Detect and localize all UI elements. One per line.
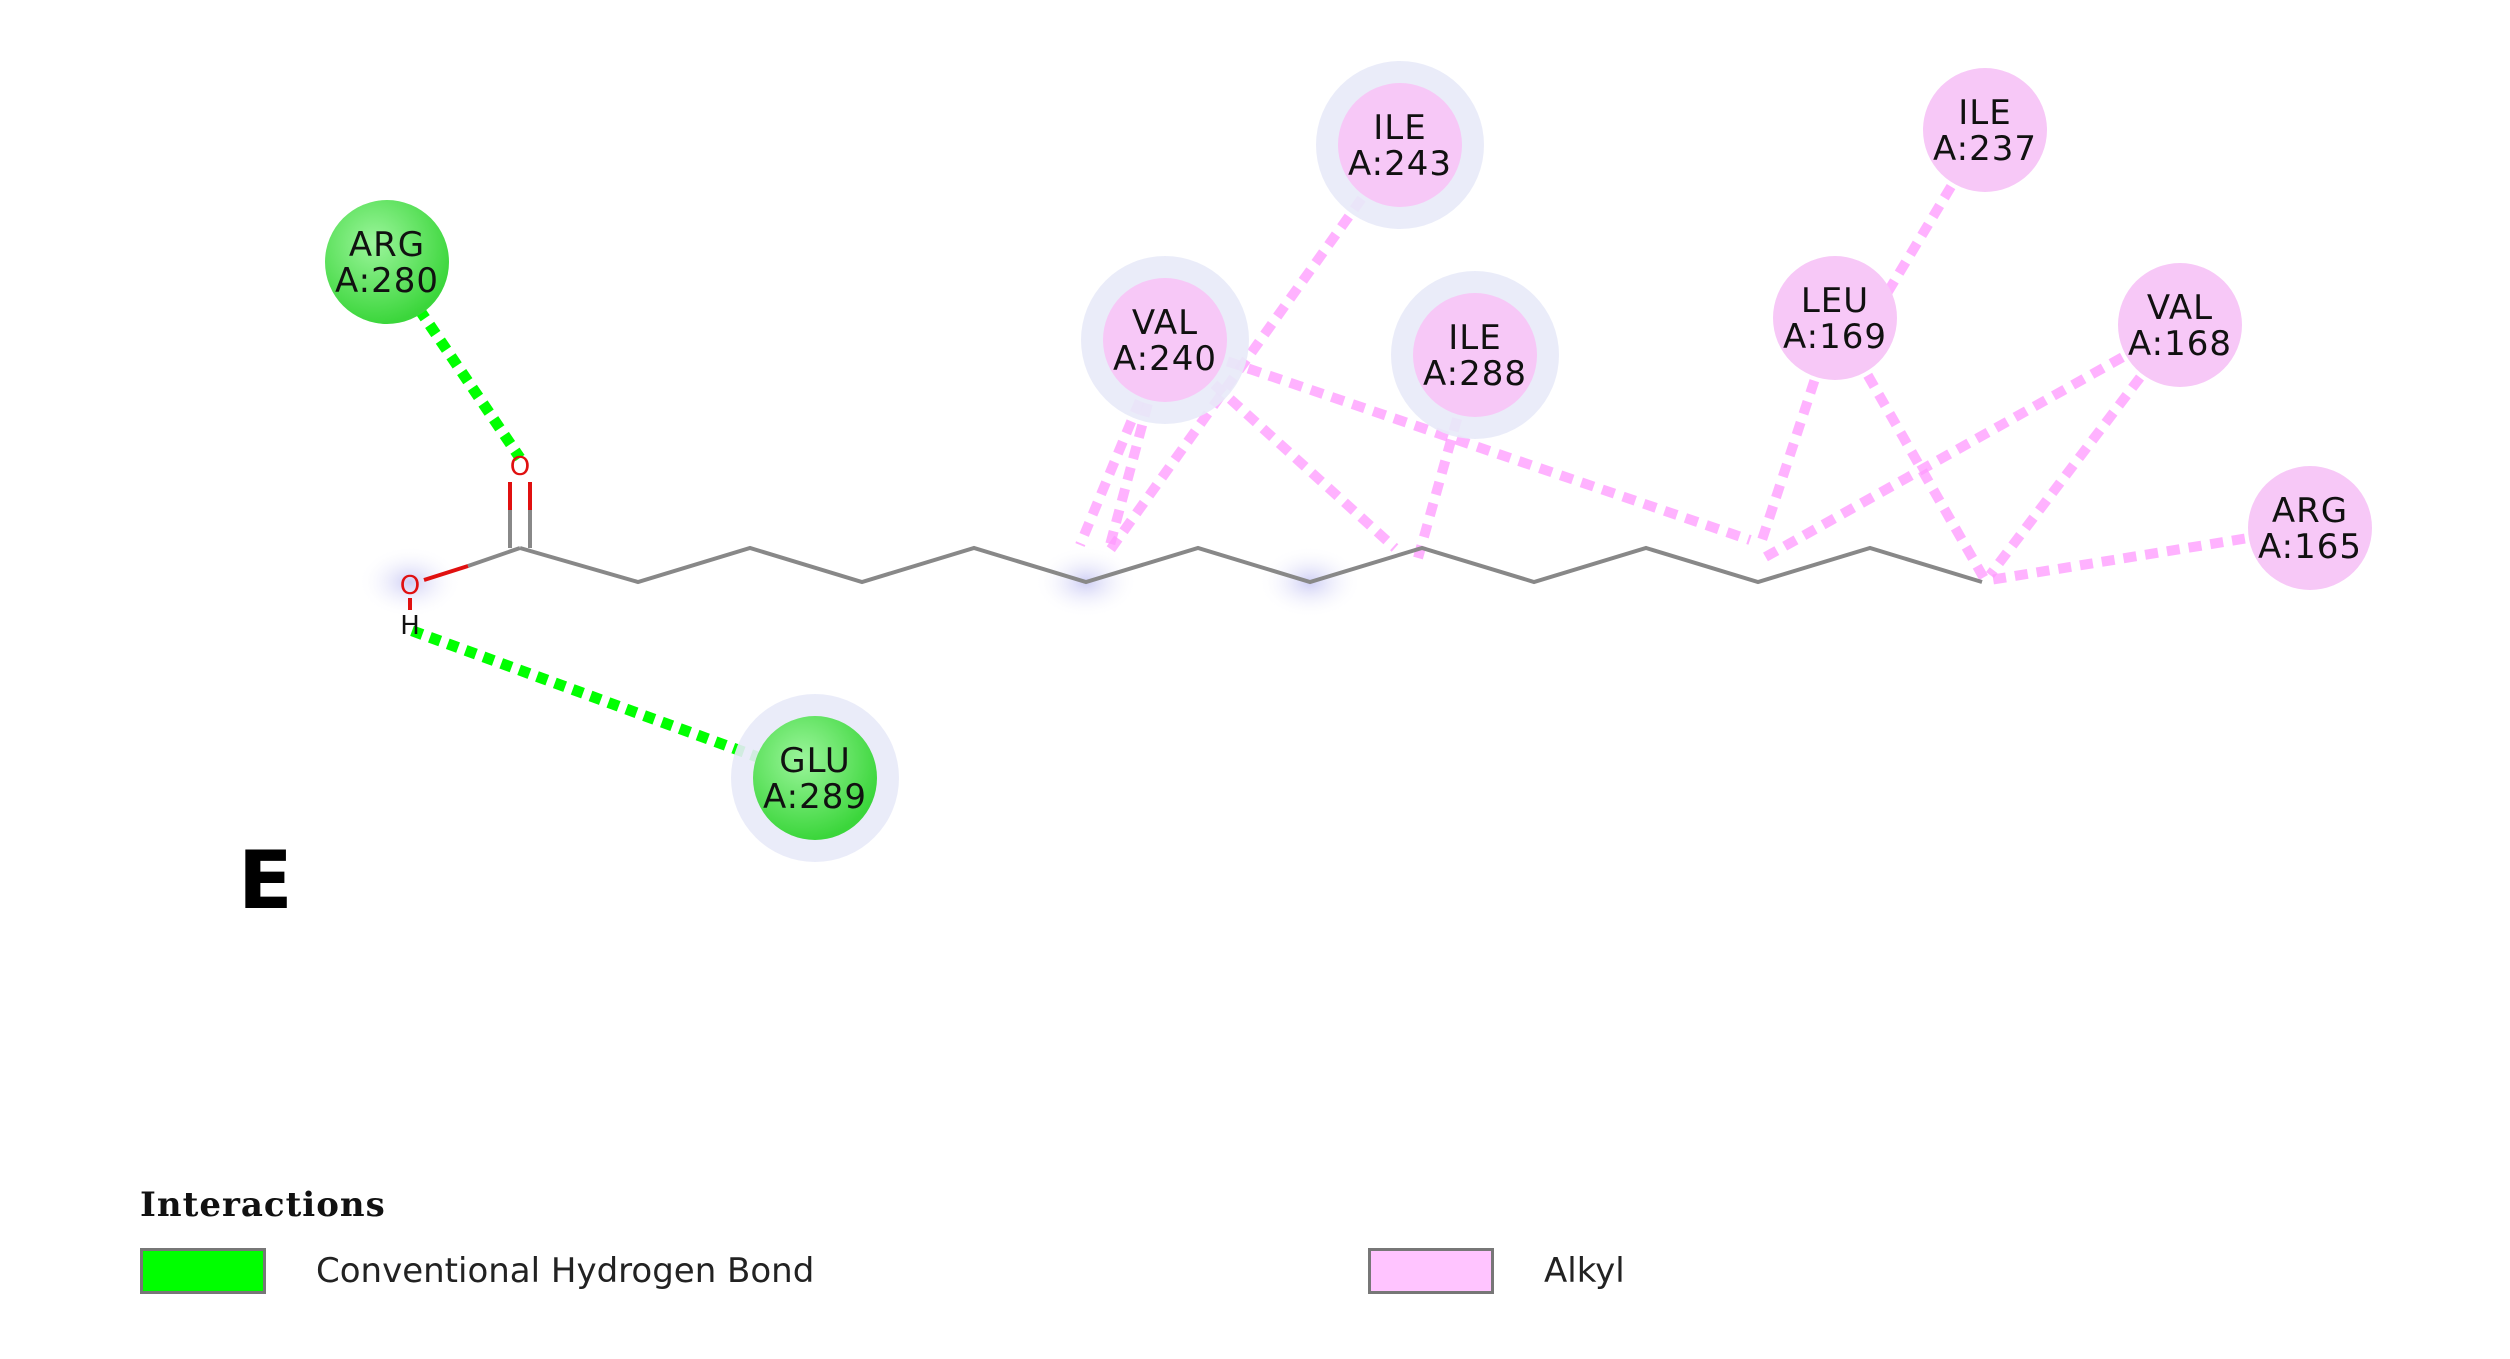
legend-swatch-alkyl xyxy=(1368,1248,1494,1294)
hydroxyl-bond-grey xyxy=(467,546,521,568)
interaction-line-leu169-0 xyxy=(1757,316,1840,542)
legend-swatch-hydrogen-bond xyxy=(140,1248,266,1294)
atom-label-hydroxyl-oxygen: O xyxy=(400,571,420,601)
interaction-line-ile243-0 xyxy=(1103,142,1405,556)
atom-highlight xyxy=(358,546,462,618)
residue-number: A:280 xyxy=(335,261,439,301)
residue-circle xyxy=(2118,263,2242,387)
interaction-line-glu289-0 xyxy=(408,624,817,784)
residue-circle xyxy=(753,716,877,840)
residue-circle xyxy=(2248,466,2372,590)
residue-number: A:237 xyxy=(1933,129,2037,169)
residue-name: ILE xyxy=(1448,318,1501,358)
legend-label-hydrogen-bond: Conventional Hydrogen Bond xyxy=(316,1251,815,1291)
residue-name: ILE xyxy=(1373,108,1426,148)
residue-name: ILE xyxy=(1958,93,2011,133)
interaction-line-val240-1 xyxy=(1105,338,1170,547)
hydroxyl-bond-red xyxy=(423,564,469,582)
residue-name: ARG xyxy=(349,225,425,265)
residue-number: A:288 xyxy=(1423,354,1527,394)
residue-number: A:289 xyxy=(763,777,867,817)
residue-name: GLU xyxy=(779,741,850,781)
legend-title: Interactions xyxy=(140,1185,386,1225)
residue-name: VAL xyxy=(1132,303,1198,343)
legend: Interactions Conventional Hydrogen Bond … xyxy=(140,1185,2340,1335)
residue-number: A:168 xyxy=(2128,324,2232,364)
residue-nodes-layer: ARGA:280GLUA:289VALA:240ILEA:243ILEA:288… xyxy=(325,61,2372,862)
carbon-chain-bonds xyxy=(519,545,1983,585)
atom-label-carbonyl-oxygen: O xyxy=(510,452,530,482)
residue-name: ARG xyxy=(2272,491,2348,531)
residue-circle xyxy=(325,200,449,324)
residue-number: A:165 xyxy=(2258,527,2362,567)
panel-label: E xyxy=(238,834,293,927)
residue-name: LEU xyxy=(1801,281,1869,321)
residue-circle xyxy=(1773,256,1897,380)
interaction-line-val240-0 xyxy=(1075,338,1170,547)
residue-circle xyxy=(1923,68,2047,192)
legend-label-alkyl: Alkyl xyxy=(1544,1251,1625,1291)
atom-label-hydrogen: H xyxy=(400,611,420,641)
residue-number: A:240 xyxy=(1113,339,1217,379)
interaction-lines-layer xyxy=(382,127,2311,784)
legend-item-alkyl: Alkyl xyxy=(1368,1245,1625,1297)
ligand-molecule: OOH xyxy=(400,452,1983,641)
residue-number: A:243 xyxy=(1348,144,1452,184)
residue-circle xyxy=(1103,278,1227,402)
interaction-line-val168-0 xyxy=(1757,320,2183,565)
residue-name: VAL xyxy=(2147,288,2213,328)
legend-item-hydrogen-bond: Conventional Hydrogen Bond xyxy=(140,1245,814,1297)
residue-number: A:169 xyxy=(1783,317,1887,357)
residue-circle xyxy=(1338,83,1462,207)
interaction-line-val240-3 xyxy=(1163,335,1752,545)
residue-circle xyxy=(1413,293,1537,417)
